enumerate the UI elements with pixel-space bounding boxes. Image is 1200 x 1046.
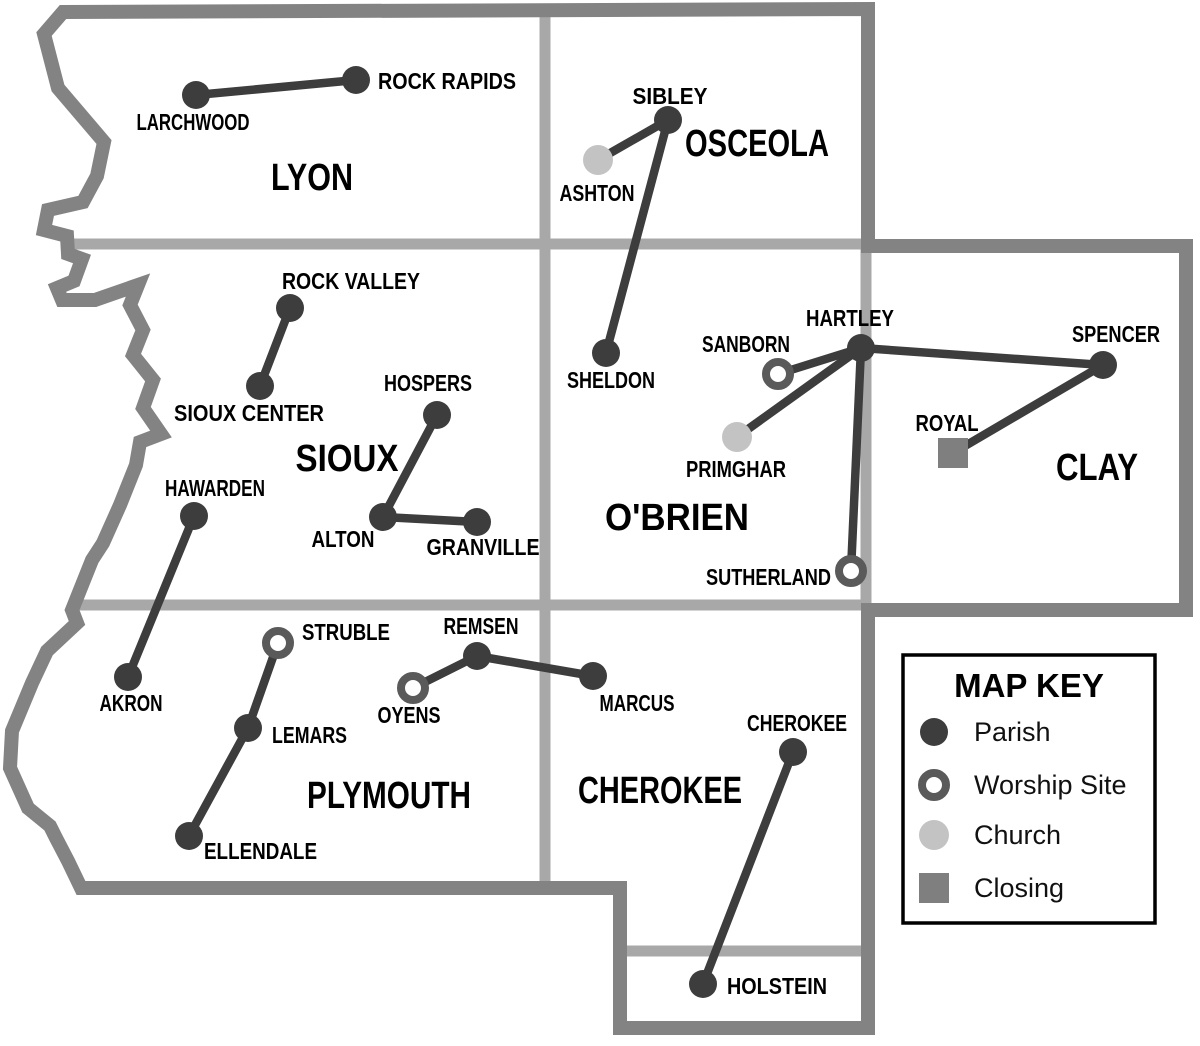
label-primghar: PRIMGHAR: [686, 456, 786, 482]
connection-primghar-hartley: [732, 343, 866, 442]
label-hawarden: HAWARDEN: [165, 475, 265, 501]
connection-hospers-alton: [378, 410, 442, 522]
key-label-closing: Closing: [974, 873, 1064, 903]
marker-parish-akron: [114, 663, 142, 691]
label-sutherland: SUTHERLAND: [706, 564, 831, 590]
marker-worship-struble: [262, 627, 294, 659]
marker-parish-hospers: [423, 401, 451, 429]
label-royal: ROYAL: [916, 410, 979, 436]
key-label-church: Church: [974, 820, 1061, 850]
connection-larchwood-rock-rapids: [191, 75, 361, 100]
marker-parish-sheldon: [592, 339, 620, 367]
county-label-osceola: OSCEOLA: [685, 123, 829, 165]
marker-worship-sanborn: [762, 358, 794, 390]
label-struble: STRUBLE: [302, 619, 390, 645]
label-lemars: LEMARS: [272, 722, 347, 748]
marker-parish-sioux-center: [246, 372, 274, 400]
connection-hartley-spencer: [856, 343, 1108, 370]
marker-closing-royal: [938, 438, 968, 468]
connection-royal-spencer: [948, 360, 1108, 458]
marker-parish-marcus: [579, 662, 607, 690]
label-rock-valley: ROCK VALLEY: [282, 268, 420, 294]
label-cherokee: CHEROKEE: [747, 710, 847, 736]
label-alton: ALTON: [312, 526, 375, 552]
label-hospers: HOSPERS: [384, 370, 472, 396]
marker-parish-alton: [369, 503, 397, 531]
marker-worship-sutherland: [835, 555, 867, 587]
connection-remsen-marcus: [472, 651, 598, 681]
marker-parish-larchwood: [182, 81, 210, 109]
marker-parish-sibley: [654, 106, 682, 134]
marker-church-ashton: [583, 145, 613, 175]
county-inner-borders: [62, 14, 872, 957]
town-labels: LARCHWOOD ROCK RAPIDS SIBLEY ASHTON SHELDON R…: [100, 68, 1161, 999]
label-rock-rapids: ROCK RAPIDS: [378, 68, 516, 94]
county-label-plymouth: PLYMOUTH: [307, 775, 471, 817]
county-label-lyon: LYON: [271, 157, 353, 199]
label-sioux-center: SIOUX CENTER: [174, 400, 324, 426]
connection-sibley-sheldon: [601, 115, 673, 358]
label-hartley: HARTLEY: [806, 305, 894, 331]
marker-parish-hawarden: [180, 502, 208, 530]
marker-worship-oyens: [397, 672, 429, 704]
key-worship-icon: [918, 769, 950, 801]
label-akron: AKRON: [100, 690, 163, 716]
marker-parish-hartley: [847, 334, 875, 362]
marker-parish-rock-rapids: [342, 66, 370, 94]
key-parish-icon: [920, 718, 948, 746]
connection-hartley-sutherland: [846, 343, 866, 576]
key-label-worship-site: Worship Site: [974, 770, 1127, 800]
marker-parish-granville: [463, 508, 491, 536]
label-sanborn: SANBORN: [702, 331, 790, 357]
label-granville: GRANVILLE: [427, 534, 540, 560]
label-ashton: ASHTON: [560, 180, 635, 206]
key-closing-icon: [919, 873, 949, 903]
label-marcus: MARCUS: [600, 690, 675, 716]
label-sheldon: SHELDON: [567, 367, 655, 393]
county-label-clay: CLAY: [1056, 447, 1138, 489]
marker-parish-spencer: [1089, 351, 1117, 379]
connection-lemars-ellendale: [184, 723, 253, 841]
label-sibley: SIBLEY: [633, 83, 708, 109]
marker-parish-lemars: [234, 714, 262, 742]
key-church-icon: [919, 820, 949, 850]
county-label-sioux: SIOUX: [296, 438, 400, 480]
marker-parish-cherokee: [779, 738, 807, 766]
county-label-o-brien: O'BRIEN: [605, 497, 749, 539]
connection-cherokee-holstein: [698, 747, 798, 989]
marker-parish-rock-valley: [276, 294, 304, 322]
marker-parish-remsen: [463, 642, 491, 670]
label-spencer: SPENCER: [1072, 321, 1160, 347]
label-oyens: OYENS: [378, 702, 441, 728]
marker-parish-holstein: [689, 970, 717, 998]
marker-church-primghar: [722, 422, 752, 452]
label-holstein: HOLSTEIN: [727, 973, 827, 999]
town-markers: [114, 66, 1117, 998]
connection-alton-granville: [378, 512, 482, 527]
connection-hawarden-akron: [123, 511, 199, 682]
map-key-title: MAP KEY: [954, 667, 1104, 704]
marker-parish-ellendale: [175, 822, 203, 850]
key-label-parish: Parish: [974, 717, 1051, 747]
label-larchwood: LARCHWOOD: [137, 109, 250, 135]
county-label-cherokee: CHEROKEE: [578, 770, 742, 812]
town-connections: [123, 75, 1108, 989]
label-ellendale: ELLENDALE: [204, 838, 317, 864]
county-labels: LYON OSCEOLA SIOUX O'BRIEN CLAY PLYMOUTH CHERO…: [271, 123, 1138, 817]
label-remsen: REMSEN: [444, 613, 519, 639]
